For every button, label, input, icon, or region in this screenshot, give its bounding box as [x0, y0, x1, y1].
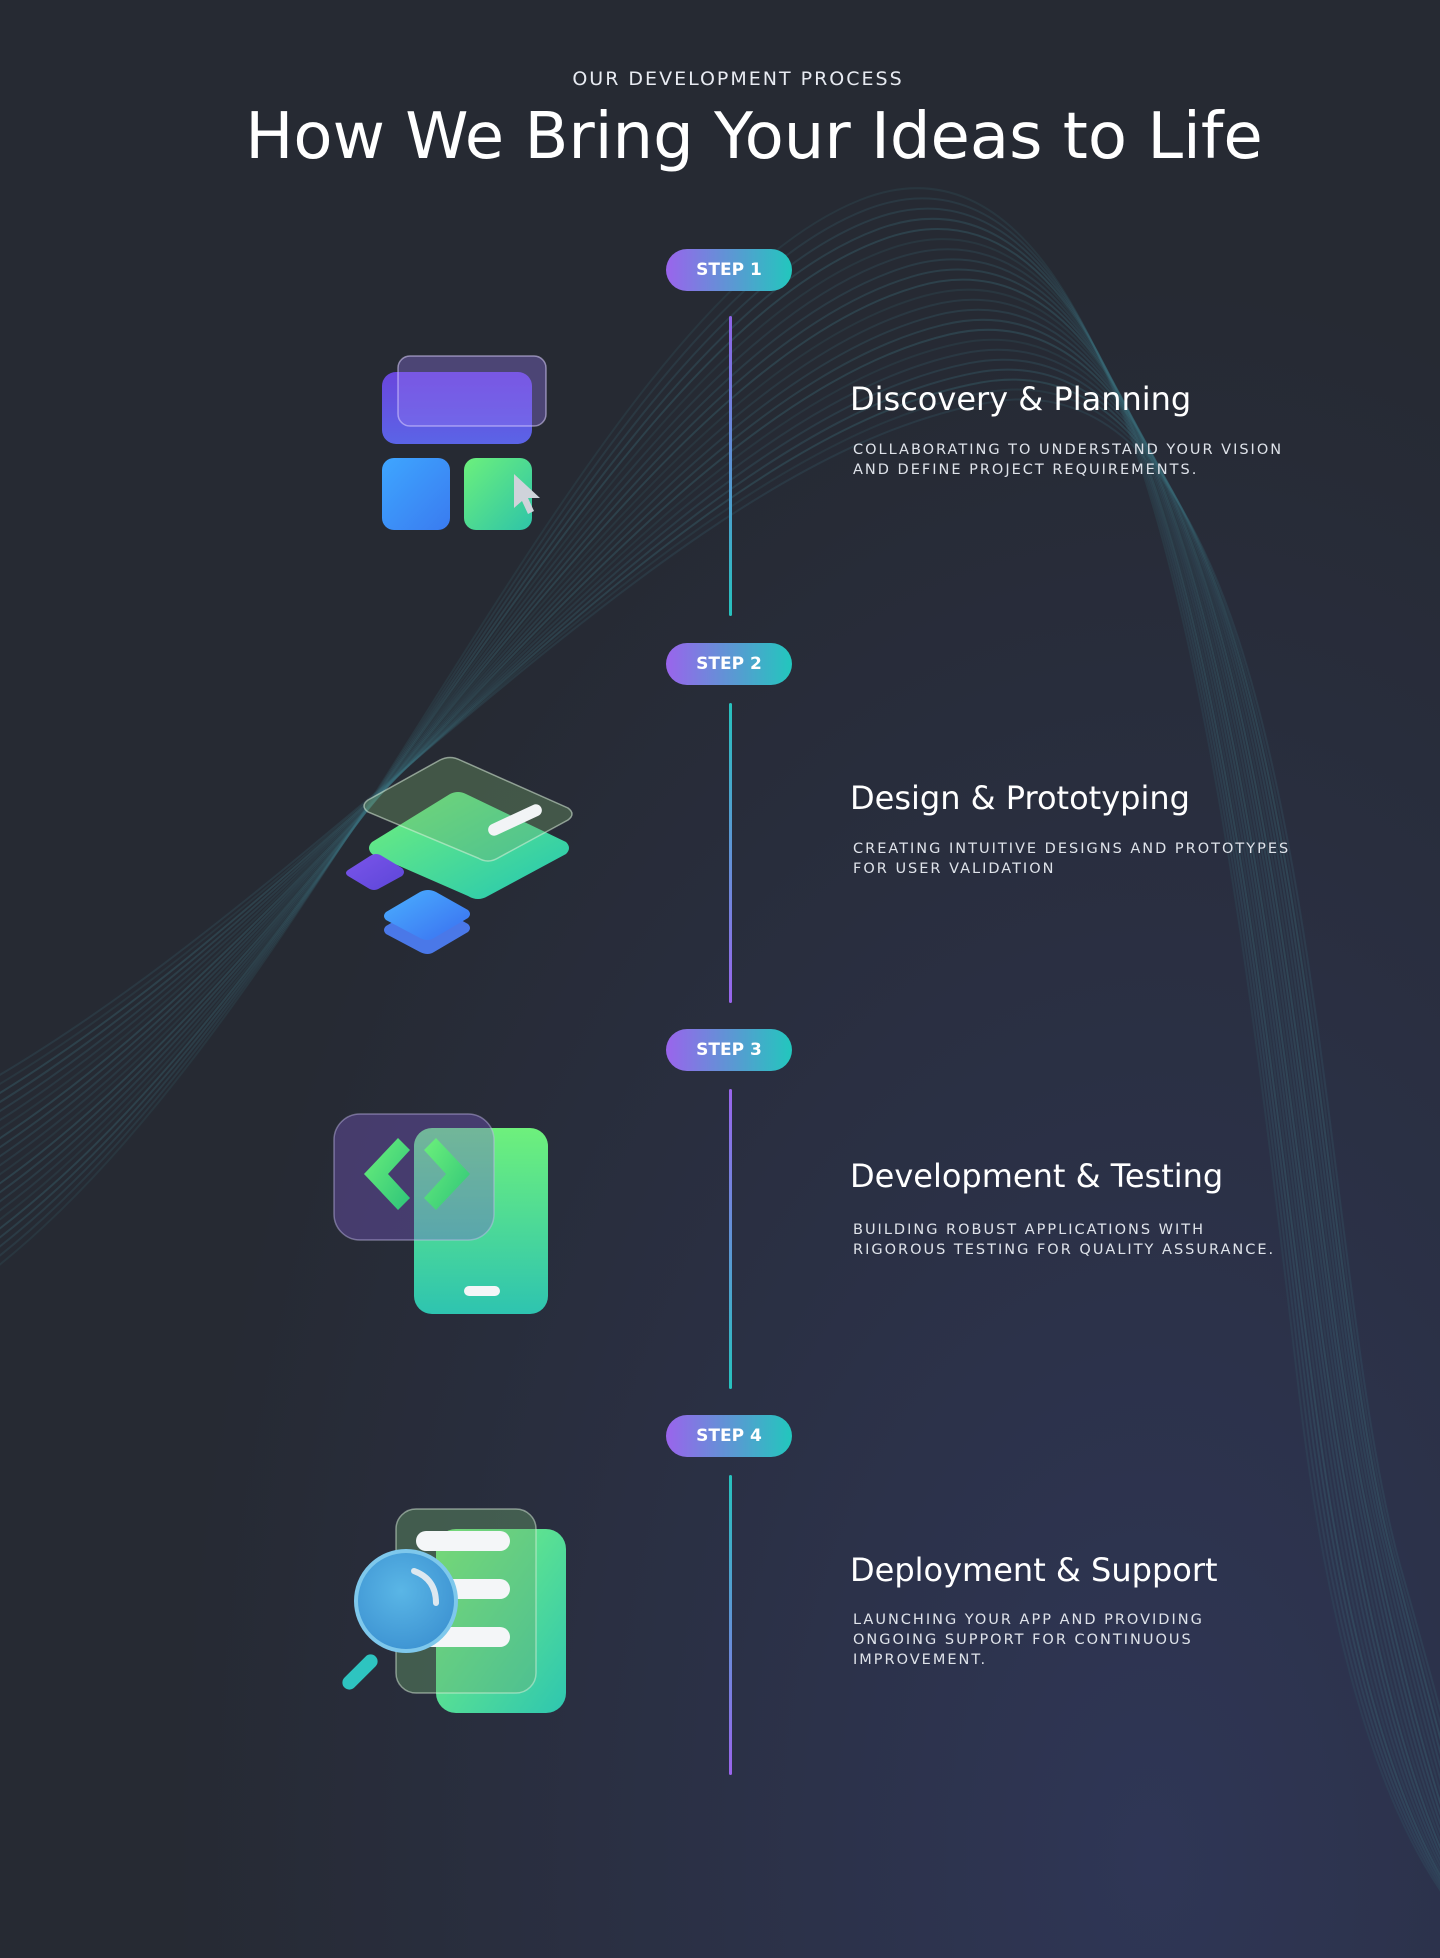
wave-line	[0, 248, 1440, 1868]
step-2-description: CREATING INTUITIVE DESIGNS AND PROTOTYPE…	[853, 841, 1291, 877]
timeline-line-4	[729, 1475, 732, 1775]
step-3-badge: STEP 3	[666, 1029, 792, 1071]
wave-line	[0, 298, 1440, 1835]
step-2-title: Design & Prototyping	[850, 779, 1190, 817]
ui-blocks-cursor-icon	[382, 355, 547, 530]
wave-line	[0, 349, 1440, 1782]
document-search-icon	[342, 1508, 566, 1713]
step-3-title: Development & Testing	[850, 1157, 1224, 1195]
wave-line	[0, 258, 1440, 1862]
step-1-title: Discovery & Planning	[850, 380, 1192, 418]
wave-line	[0, 288, 1440, 1843]
wave-line	[0, 378, 1440, 1742]
wave-line	[0, 388, 1440, 1728]
wave-line	[0, 339, 1440, 1794]
wave-line	[0, 197, 1440, 1889]
step-4-description: LAUNCHING YOUR APP AND PROVIDING ONGOING…	[853, 1612, 1204, 1668]
section-title: How We Bring Your Ideas to Life	[245, 100, 1263, 174]
timeline-line-3	[729, 1089, 732, 1389]
step-1-description: COLLABORATING TO UNDERSTAND YOUR VISION …	[853, 442, 1284, 478]
layers-icon	[346, 756, 573, 954]
wave-line	[0, 238, 1440, 1873]
wave-line	[0, 278, 1440, 1850]
timeline-line-1	[729, 316, 732, 616]
wave-line	[0, 228, 1440, 1877]
wave-line	[0, 187, 1440, 1892]
timeline-line-2	[729, 703, 732, 1003]
step-4-title: Deployment & Support	[850, 1551, 1218, 1589]
step-2-badge: STEP 2	[666, 643, 792, 685]
wave-line	[0, 368, 1440, 1756]
code-phone-icon	[333, 1113, 548, 1314]
wave-line	[0, 308, 1440, 1826]
step-3-description: BUILDING ROBUST APPLICATIONS WITH RIGORO…	[853, 1222, 1276, 1258]
wave-line	[0, 328, 1440, 1806]
step-4-badge: STEP 4	[666, 1415, 792, 1457]
wave-line	[0, 398, 1440, 1714]
wave-line	[0, 268, 1440, 1856]
wave-line	[0, 359, 1440, 1769]
step-1-badge: STEP 1	[666, 249, 792, 291]
section-eyebrow: OUR DEVELOPMENT PROCESS	[572, 68, 904, 90]
wave-line	[0, 318, 1440, 1816]
